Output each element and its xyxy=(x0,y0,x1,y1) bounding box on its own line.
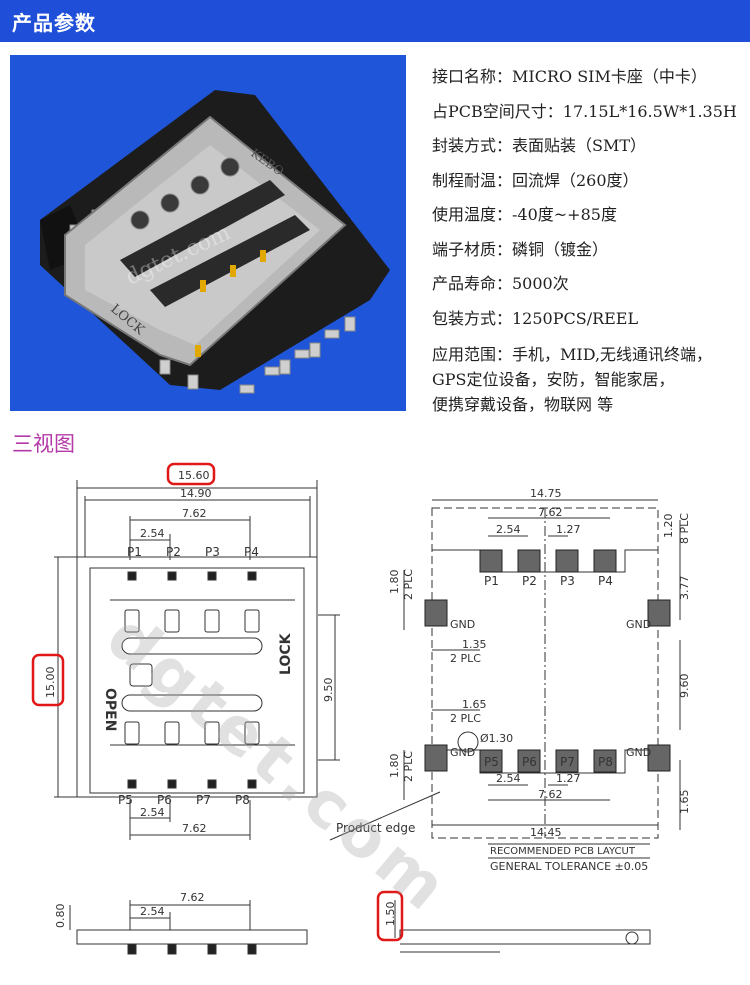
dim-1-35: 1.35 xyxy=(462,638,487,651)
highlight-1-50 xyxy=(376,890,404,942)
sim-connector-illustration: KEBO LOCK dgtet.com xyxy=(40,90,390,394)
front-pin-p4: P4 xyxy=(244,545,259,559)
label-2-plc-bottom: 2 PLC xyxy=(402,751,415,782)
spec-list: 接口名称：MICRO SIM卡座（中卡） 占PCB空间尺寸：17.15L*16.… xyxy=(432,60,748,417)
front-pin-p5: P5 xyxy=(118,793,133,807)
spec-packing: 包装方式：1250PCS/REEL xyxy=(432,308,639,328)
spec-package: 封装方式：表面贴装（SMT） xyxy=(432,136,647,155)
front-pin-p2: P2 xyxy=(166,545,181,559)
spec-material: 端子材质：磷铜（镀金） xyxy=(432,239,609,259)
dim-7-62-bottom: 7.62 xyxy=(182,822,207,835)
label-2-plc-mid: 2 PLC xyxy=(450,652,481,665)
dim-7-62-side: 7.62 xyxy=(180,891,205,904)
dim-9-60: 9.60 xyxy=(678,674,691,699)
dim-14-45: 14.45 xyxy=(530,826,562,839)
front-pin-p7: P7 xyxy=(196,793,211,807)
product-photo: KEBO LOCK dgtet.com xyxy=(10,55,406,411)
header-bar: 产品参数 xyxy=(0,0,750,42)
layout-pin-p1: P1 xyxy=(484,574,499,588)
dim-15-00: 15.00 xyxy=(44,667,57,699)
label-8-plc: 8 PLC xyxy=(678,513,691,544)
dim-15-60: 15.60 xyxy=(178,469,210,482)
dim-2-54-side: 2.54 xyxy=(140,905,165,918)
dim-2-54-bottom: 2.54 xyxy=(140,806,165,819)
front-pin-p6: P6 xyxy=(157,793,172,807)
highlight-15-60 xyxy=(166,462,216,486)
highlight-15-00 xyxy=(31,653,65,707)
label-lock: LOCK xyxy=(278,632,294,675)
dim-2-54-layout: 2.54 xyxy=(496,523,521,536)
dim-1-27-layout: 1.27 xyxy=(556,523,581,536)
gnd-label-2: GND xyxy=(626,618,651,631)
dim-0-80: 0.80 xyxy=(54,904,67,929)
dim-2-54-top: 2.54 xyxy=(140,527,165,540)
spec-application-line3: 便携穿戴设备，物联网 等 xyxy=(432,395,614,414)
spec-application-line2: GPS定位设备，安防，智能家居， xyxy=(432,370,675,389)
label-2-plc-top: 2 PLC xyxy=(402,569,415,600)
spec-life: 产品寿命：5000次 xyxy=(432,274,569,293)
header-title: 产品参数 xyxy=(12,11,96,35)
spec-use-temp: 使用温度：-40度~+85度 xyxy=(432,205,617,224)
dim-1-65-a: 1.65 xyxy=(462,698,487,711)
end-view xyxy=(394,900,651,953)
dim-1-65-b: 1.65 xyxy=(678,790,691,815)
layout-pin-p7: P7 xyxy=(560,755,575,769)
spec-process-temp: 制程耐温：回流焊（260度） xyxy=(432,170,639,190)
technical-drawing: 15.60 14.90 7.62 2.54 15.00 9.50 7.62 2.… xyxy=(31,462,691,955)
pcb-layout-view xyxy=(329,499,681,859)
layout-pin-p5: P5 xyxy=(484,755,499,769)
label-2-plc-lower: 2 PLC xyxy=(450,712,481,725)
gnd-label-4: GND xyxy=(626,746,651,759)
dim-hole: Ø1.30 xyxy=(480,732,513,745)
gnd-label-3: GND xyxy=(450,746,475,759)
three-view-title: 三视图 xyxy=(12,432,75,456)
dim-7-62-layout-bottom: 7.62 xyxy=(538,788,563,801)
layout-pin-p4: P4 xyxy=(598,574,613,588)
label-recommended: RECOMMENDED PCB LAYCUT xyxy=(490,846,636,857)
spec-application: 应用范围：手机，MID,无线通讯终端， GPS定位设备，安防，智能家居， 便携穿… xyxy=(432,342,748,417)
dim-1-50: 1.50 xyxy=(384,902,397,927)
dim-1-27-layout-bottom: 1.27 xyxy=(556,772,581,785)
dim-9-50: 9.50 xyxy=(322,678,335,703)
label-tolerance: GENERAL TOLERANCE ±0.05 xyxy=(490,860,648,873)
dim-1-20: 1.20 xyxy=(662,514,675,539)
dim-2-54-layout-bottom: 2.54 xyxy=(496,772,521,785)
spec-application-line1: 应用范围：手机，MID,无线通讯终端， xyxy=(432,345,713,364)
front-pin-p8: P8 xyxy=(235,793,250,807)
dim-1-80-top: 1.80 xyxy=(388,570,401,595)
dim-7-62-layout: 7.62 xyxy=(538,506,563,519)
label-open: OPEN xyxy=(102,688,118,731)
dim-14-90: 14.90 xyxy=(180,487,212,500)
layout-pin-p6: P6 xyxy=(522,755,537,769)
front-pin-p1: P1 xyxy=(127,545,142,559)
gnd-label-1: GND xyxy=(450,618,475,631)
spec-pcb-size: 占PCB空间尺寸：17.15L*16.5W*1.35H xyxy=(432,101,737,121)
dim-1-80-bottom: 1.80 xyxy=(388,754,401,779)
side-view xyxy=(69,900,308,955)
label-product-edge: Product edge xyxy=(336,821,415,835)
spec-interface: 接口名称：MICRO SIM卡座（中卡） xyxy=(432,67,707,86)
layout-pin-p2: P2 xyxy=(522,574,537,588)
layout-pin-p8: P8 xyxy=(598,755,613,769)
dim-7-62-top: 7.62 xyxy=(182,507,207,520)
front-pin-p3: P3 xyxy=(205,545,220,559)
front-view xyxy=(54,480,340,840)
dim-14-75: 14.75 xyxy=(530,487,562,500)
layout-pin-p3: P3 xyxy=(560,574,575,588)
dim-3-77: 3.77 xyxy=(678,576,691,601)
